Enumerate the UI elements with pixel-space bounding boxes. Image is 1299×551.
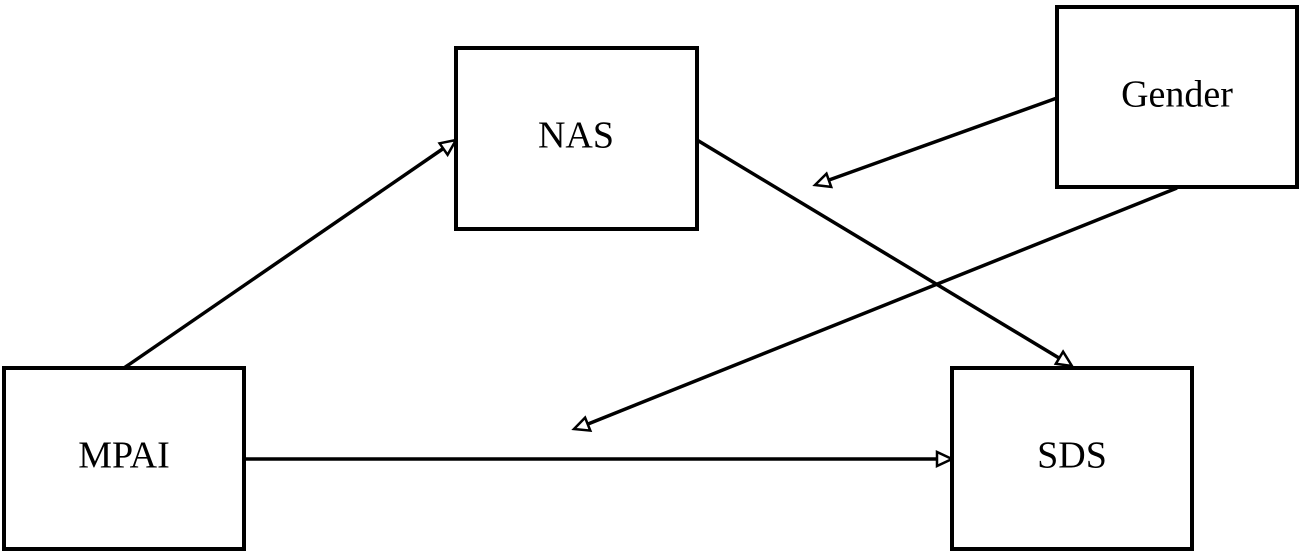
node-sds-label: SDS	[1037, 435, 1107, 477]
edge-gender-moderates-nas-sds	[812, 96, 1058, 189]
arrowhead-icon	[571, 415, 593, 433]
edge-mpai-to-sds	[244, 450, 955, 468]
edge-nas-to-sds	[696, 138, 1075, 368]
arrowhead-icon	[935, 450, 955, 468]
node-nas-label: NAS	[538, 115, 614, 157]
node-gender-label: Gender	[1121, 74, 1233, 116]
node-mpai: MPAI	[2, 366, 246, 551]
node-nas: NAS	[454, 46, 699, 231]
node-mpai-label: MPAI	[78, 435, 170, 477]
edge-gender-moderates-mpai-sds	[571, 186, 1178, 433]
arrowhead-icon	[437, 138, 459, 158]
node-gender: Gender	[1055, 5, 1299, 189]
arrowhead-icon	[812, 171, 834, 189]
edge-mpai-to-nas	[123, 138, 459, 370]
node-sds: SDS	[950, 366, 1194, 551]
arrowhead-icon	[1053, 349, 1075, 368]
